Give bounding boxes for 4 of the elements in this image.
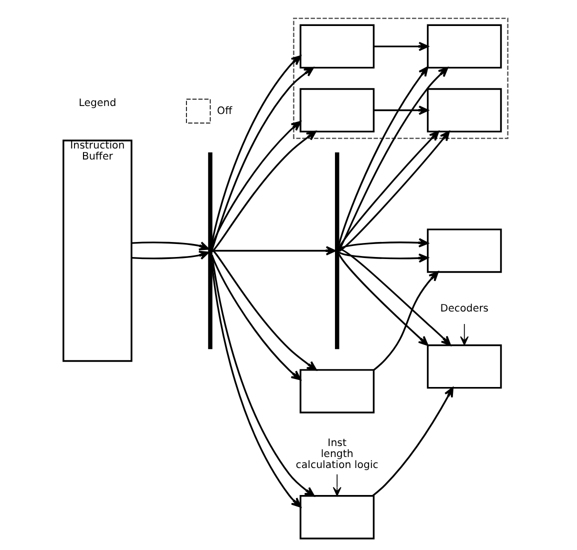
node-text: Decoders — [440, 303, 488, 314]
label: Legend — [78, 98, 116, 110]
node-text: Inst length calculation logic — [295, 438, 378, 471]
legend-label: Off — [216, 106, 232, 117]
